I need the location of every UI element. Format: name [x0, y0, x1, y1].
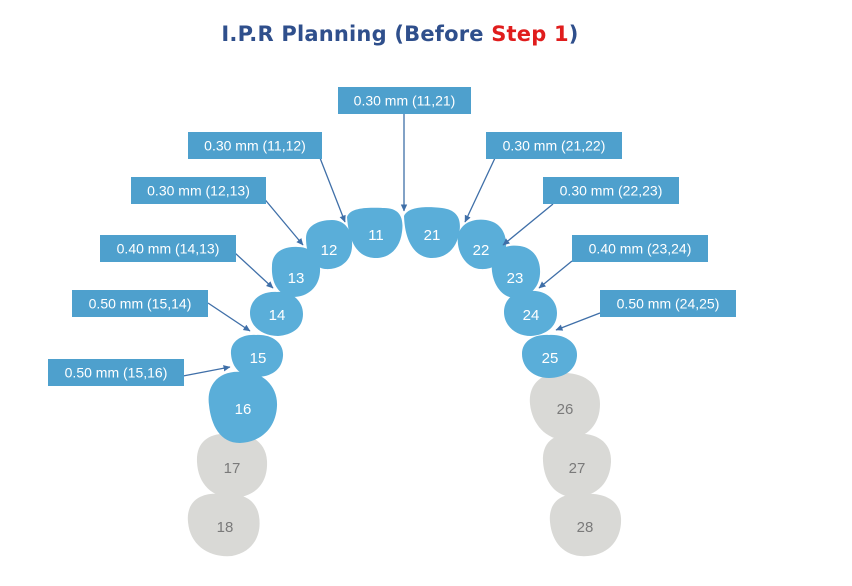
tooth-27: 27	[542, 433, 612, 498]
tooth-26: 26	[529, 372, 600, 440]
ipr-label-21-22: 0.30 mm (21,22)	[486, 132, 622, 159]
page-title: I.P.R Planning (Before Step 1)	[0, 22, 800, 46]
tooth-label-28: 28	[577, 519, 594, 536]
tooth-23: 23	[491, 245, 541, 298]
tooth-16: 16	[208, 371, 278, 443]
tooth-label-15: 15	[250, 350, 267, 367]
tooth-label-26: 26	[557, 401, 574, 418]
tooth-25: 25	[522, 334, 578, 378]
ipr-label-15-14: 0.50 mm (15,14)	[72, 290, 208, 317]
svg-text:0.30 mm (12,13): 0.30 mm (12,13)	[147, 183, 250, 199]
arrow-23-24	[538, 260, 573, 289]
tooth-label-18: 18	[217, 519, 234, 536]
tooth-label-24: 24	[523, 307, 540, 324]
tooth-label-27: 27	[569, 460, 586, 477]
tooth-label-11: 11	[368, 227, 384, 244]
title-prefix: I.P.R Planning (Before	[221, 22, 492, 46]
tooth-label-25: 25	[542, 350, 559, 367]
ipr-label-14-13: 0.40 mm (14,13)	[100, 235, 236, 262]
tooth-label-23: 23	[507, 270, 524, 287]
svg-text:0.40 mm (23,24): 0.40 mm (23,24)	[589, 241, 692, 257]
svg-text:0.30 mm (22,23): 0.30 mm (22,23)	[560, 183, 663, 199]
tooth-28: 28	[549, 493, 622, 557]
tooth-label-14: 14	[269, 307, 286, 324]
arrow-15-14	[207, 302, 251, 332]
tooth-24: 24	[504, 290, 557, 336]
tooth-label-16: 16	[235, 401, 252, 418]
tooth-label-12: 12	[321, 242, 338, 259]
tooth-label-22: 22	[473, 242, 490, 259]
tooth-15: 15	[230, 334, 284, 377]
tooth-label-21: 21	[424, 227, 441, 244]
ipr-label-24-25: 0.50 mm (24,25)	[600, 290, 736, 317]
tooth-14: 14	[250, 291, 303, 336]
tooth-18: 18	[187, 493, 260, 557]
svg-text:0.30 mm (11,21): 0.30 mm (11,21)	[354, 93, 456, 109]
ipr-label-22-23: 0.30 mm (22,23)	[543, 177, 679, 204]
svg-text:0.50 mm (15,14): 0.50 mm (15,14)	[89, 296, 192, 312]
ipr-label-11-21: 0.30 mm (11,21)	[338, 87, 471, 114]
ipr-label-23-24: 0.40 mm (23,24)	[572, 235, 708, 262]
ipr-arrows	[182, 114, 601, 377]
tooth-label-13: 13	[288, 270, 305, 287]
arrow-24-25	[555, 312, 601, 331]
title-accent: Step 1	[491, 22, 569, 46]
arrow-14-13	[234, 252, 274, 289]
ipr-label-15-16: 0.50 mm (15,16)	[48, 359, 184, 386]
arrow-22-23	[502, 203, 554, 246]
arrow-15-16	[182, 365, 231, 377]
svg-text:0.40 mm (14,13): 0.40 mm (14,13)	[117, 241, 220, 257]
svg-text:0.50 mm (24,25): 0.50 mm (24,25)	[617, 296, 720, 312]
arrow-12-13	[261, 195, 304, 246]
arrow-11-12	[319, 157, 346, 223]
tooth-label-17: 17	[224, 460, 241, 477]
arrow-21-22	[464, 157, 496, 223]
svg-text:0.30 mm (11,12): 0.30 mm (11,12)	[204, 138, 306, 154]
tooth-12: 12	[306, 220, 353, 270]
ipr-label-12-13: 0.30 mm (12,13)	[131, 177, 266, 204]
svg-text:0.50 mm (15,16): 0.50 mm (15,16)	[65, 365, 168, 381]
tooth-11: 11	[347, 207, 403, 258]
svg-text:0.30 mm (21,22): 0.30 mm (21,22)	[503, 138, 606, 154]
title-suffix: )	[568, 22, 579, 46]
tooth-13: 13	[271, 246, 321, 297]
tooth-21: 21	[404, 207, 460, 258]
tooth-17: 17	[196, 433, 268, 498]
ipr-label-11-12: 0.30 mm (11,12)	[188, 132, 322, 159]
